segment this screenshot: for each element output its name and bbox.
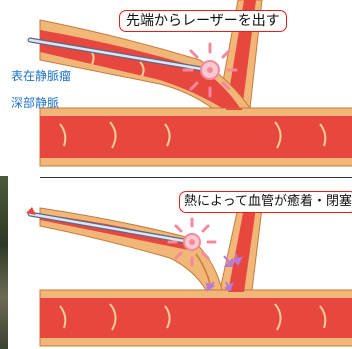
label-superficial-vein: 表在静脈瘤 — [11, 69, 72, 83]
label-deep-vein: 深部静脈 — [11, 96, 60, 110]
deep-vein — [39, 289, 352, 347]
flow-arrow-icon — [205, 253, 243, 292]
laser-catheter — [27, 37, 211, 73]
callout-vein-closure: 熱によって血管が癒着・閉塞 — [179, 191, 352, 213]
panel-divider — [40, 177, 352, 178]
deep-vein — [39, 107, 352, 167]
valve — [59, 121, 327, 149]
superficial-vein — [39, 19, 251, 109]
withdraw-arrow-icon — [26, 207, 36, 215]
photo-edge — [0, 176, 8, 349]
laser-catheter — [27, 211, 193, 245]
valve — [59, 303, 327, 331]
perforator-vein — [219, 207, 263, 292]
callout-laser-emission: 先端からレーザーを出す — [119, 10, 287, 32]
laser-burst-icon — [182, 42, 238, 98]
panel-vein-closure — [26, 207, 352, 347]
laser-burst-icon — [167, 217, 217, 267]
